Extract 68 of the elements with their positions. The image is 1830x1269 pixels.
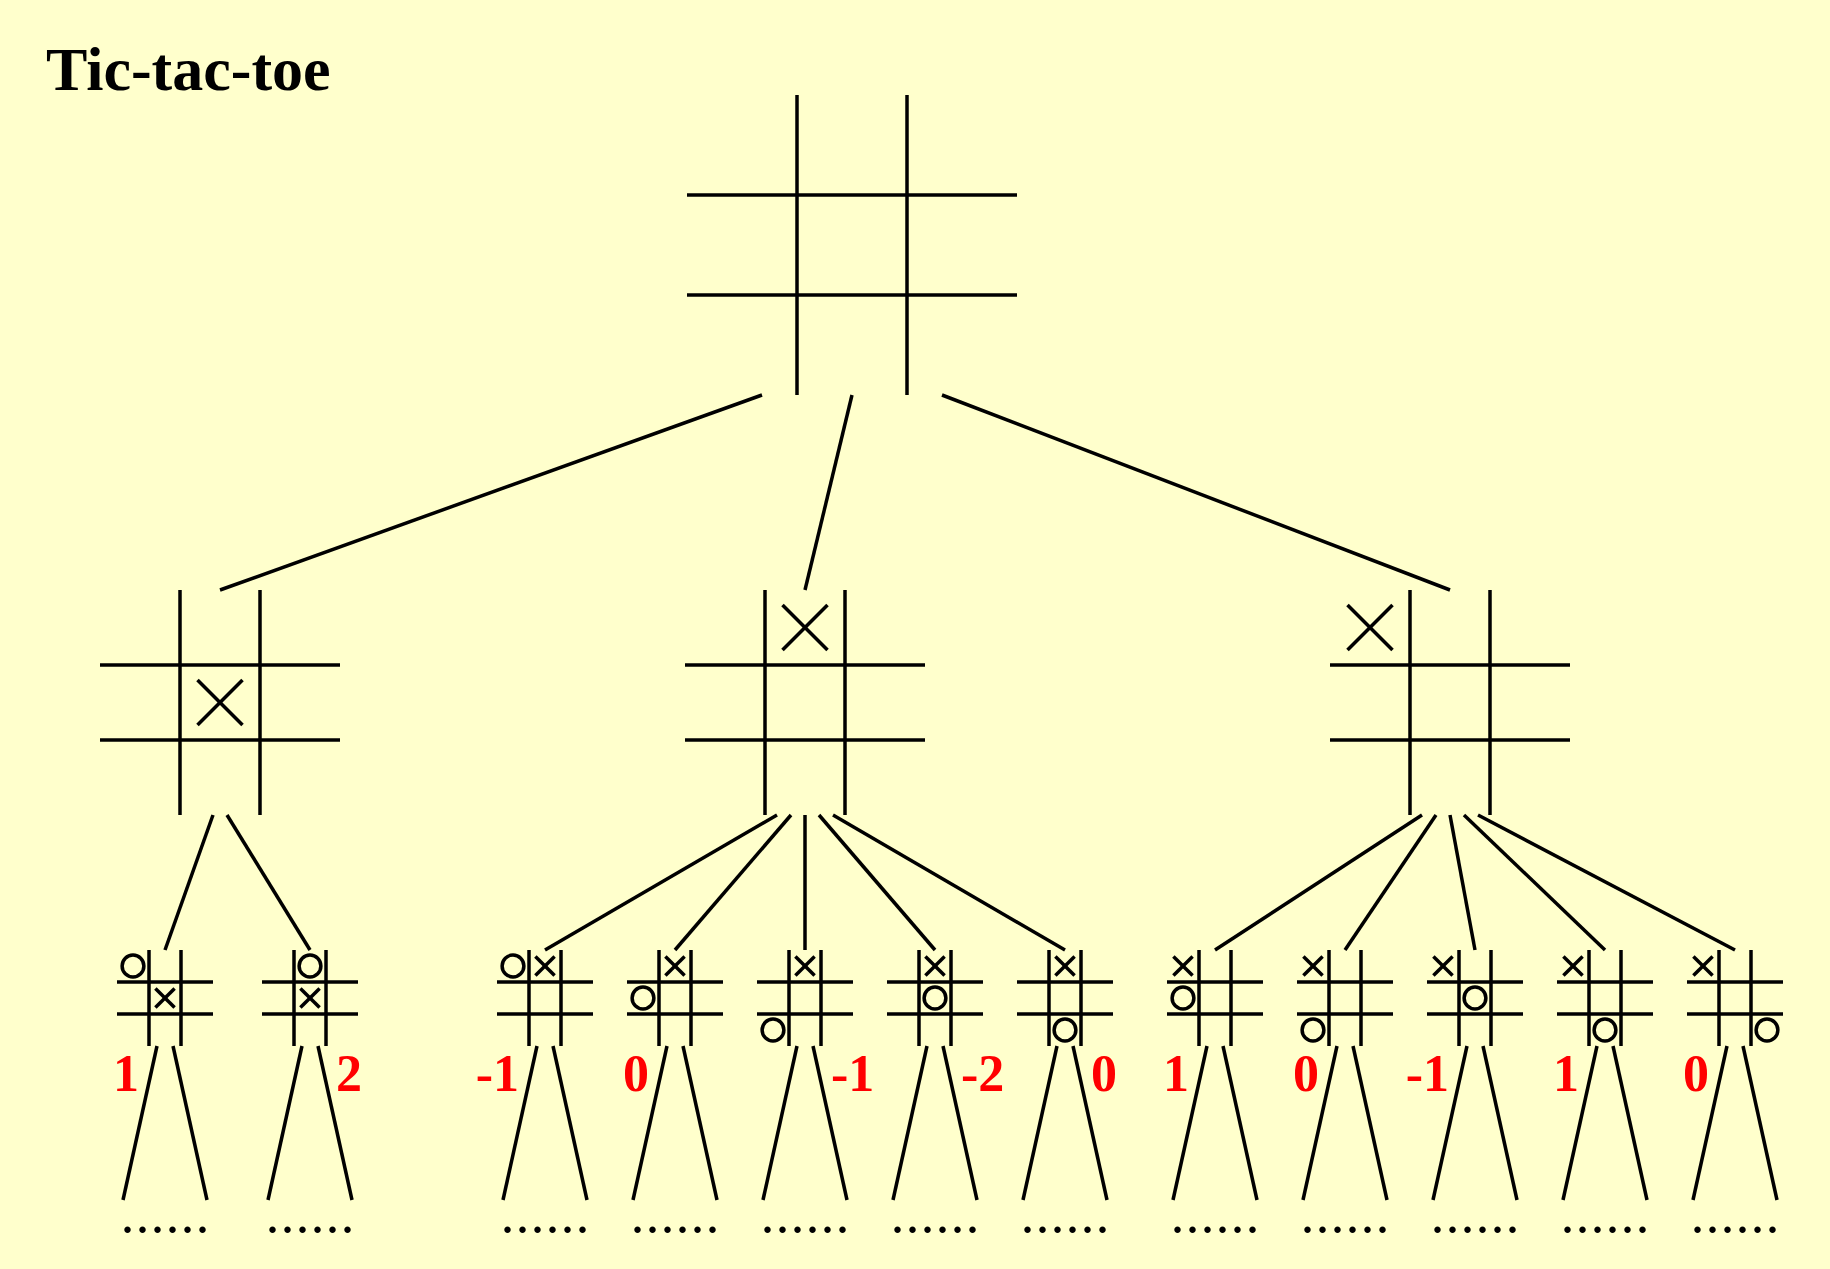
score-label: 1: [1553, 1048, 1579, 1100]
score-label: -1: [831, 1048, 875, 1100]
continuation-dots: ......: [887, 1200, 983, 1240]
score-label: 0: [1293, 1048, 1319, 1100]
branch-line: [1021, 1045, 1059, 1201]
score-label: -1: [1405, 1048, 1449, 1100]
branch-line: [1343, 814, 1438, 951]
continuation-dots: ......: [757, 1200, 853, 1240]
score-label: 1: [113, 1048, 139, 1100]
continuation-dots: ......: [1167, 1200, 1263, 1240]
branch-line: [631, 1045, 669, 1201]
continuation-dots: ......: [262, 1200, 358, 1240]
branch-line: [171, 1045, 209, 1201]
branch-line: [1611, 1045, 1649, 1201]
branch-line: [941, 1045, 979, 1201]
score-label: 0: [623, 1048, 649, 1100]
continuation-dots: ......: [1687, 1200, 1783, 1240]
continuation-dots: ......: [1297, 1200, 1393, 1240]
branch-line: [1477, 813, 1736, 952]
continuation-dots: ......: [627, 1200, 723, 1240]
branch-line: [1481, 1045, 1519, 1201]
score-label: 0: [1683, 1048, 1709, 1100]
branch-line: [544, 813, 778, 952]
score-label: 0: [1091, 1048, 1117, 1100]
branch-line: [219, 393, 763, 592]
score-label: -1: [475, 1048, 519, 1100]
branch-line: [501, 1045, 539, 1201]
score-label: 1: [1163, 1048, 1189, 1100]
branch-line: [163, 814, 215, 951]
game-board: [685, 590, 925, 815]
game-board: [100, 590, 340, 815]
continuation-dots: ......: [497, 1200, 593, 1240]
branch-line: [1301, 1045, 1339, 1201]
branch-line: [225, 814, 312, 951]
branch-line: [817, 813, 937, 952]
branch-line: [266, 1045, 304, 1201]
branch-line: [1214, 813, 1423, 952]
branch-line: [1071, 1045, 1109, 1201]
branch-line: [551, 1045, 589, 1201]
score-label: -2: [961, 1048, 1005, 1100]
branch-line: [1462, 813, 1607, 952]
branch-line: [832, 813, 1066, 952]
branch-line: [761, 1045, 799, 1201]
game-board: [1330, 590, 1570, 815]
branch-line: [1561, 1045, 1599, 1201]
title: Tic-tac-toe: [46, 38, 331, 100]
branch-line: [1221, 1045, 1259, 1201]
branch-line: [811, 1045, 849, 1201]
branch-line: [1171, 1045, 1209, 1201]
branch-line: [803, 815, 807, 950]
branch-line: [803, 394, 854, 591]
branch-line: [681, 1045, 719, 1201]
continuation-dots: ......: [117, 1200, 213, 1240]
branch-line: [1448, 814, 1477, 951]
branch-line: [316, 1045, 354, 1201]
branch-line: [941, 393, 1451, 592]
branch-line: [1351, 1045, 1389, 1201]
game-board: [687, 95, 1017, 395]
continuation-dots: ......: [1017, 1200, 1113, 1240]
branch-line: [121, 1045, 159, 1201]
score-label: 2: [336, 1048, 362, 1100]
branch-line: [673, 813, 793, 952]
branch-line: [1741, 1045, 1779, 1201]
continuation-dots: ......: [1427, 1200, 1523, 1240]
branch-line: [1431, 1045, 1469, 1201]
branch-line: [1691, 1045, 1729, 1201]
continuation-dots: ......: [1557, 1200, 1653, 1240]
branch-line: [891, 1045, 929, 1201]
